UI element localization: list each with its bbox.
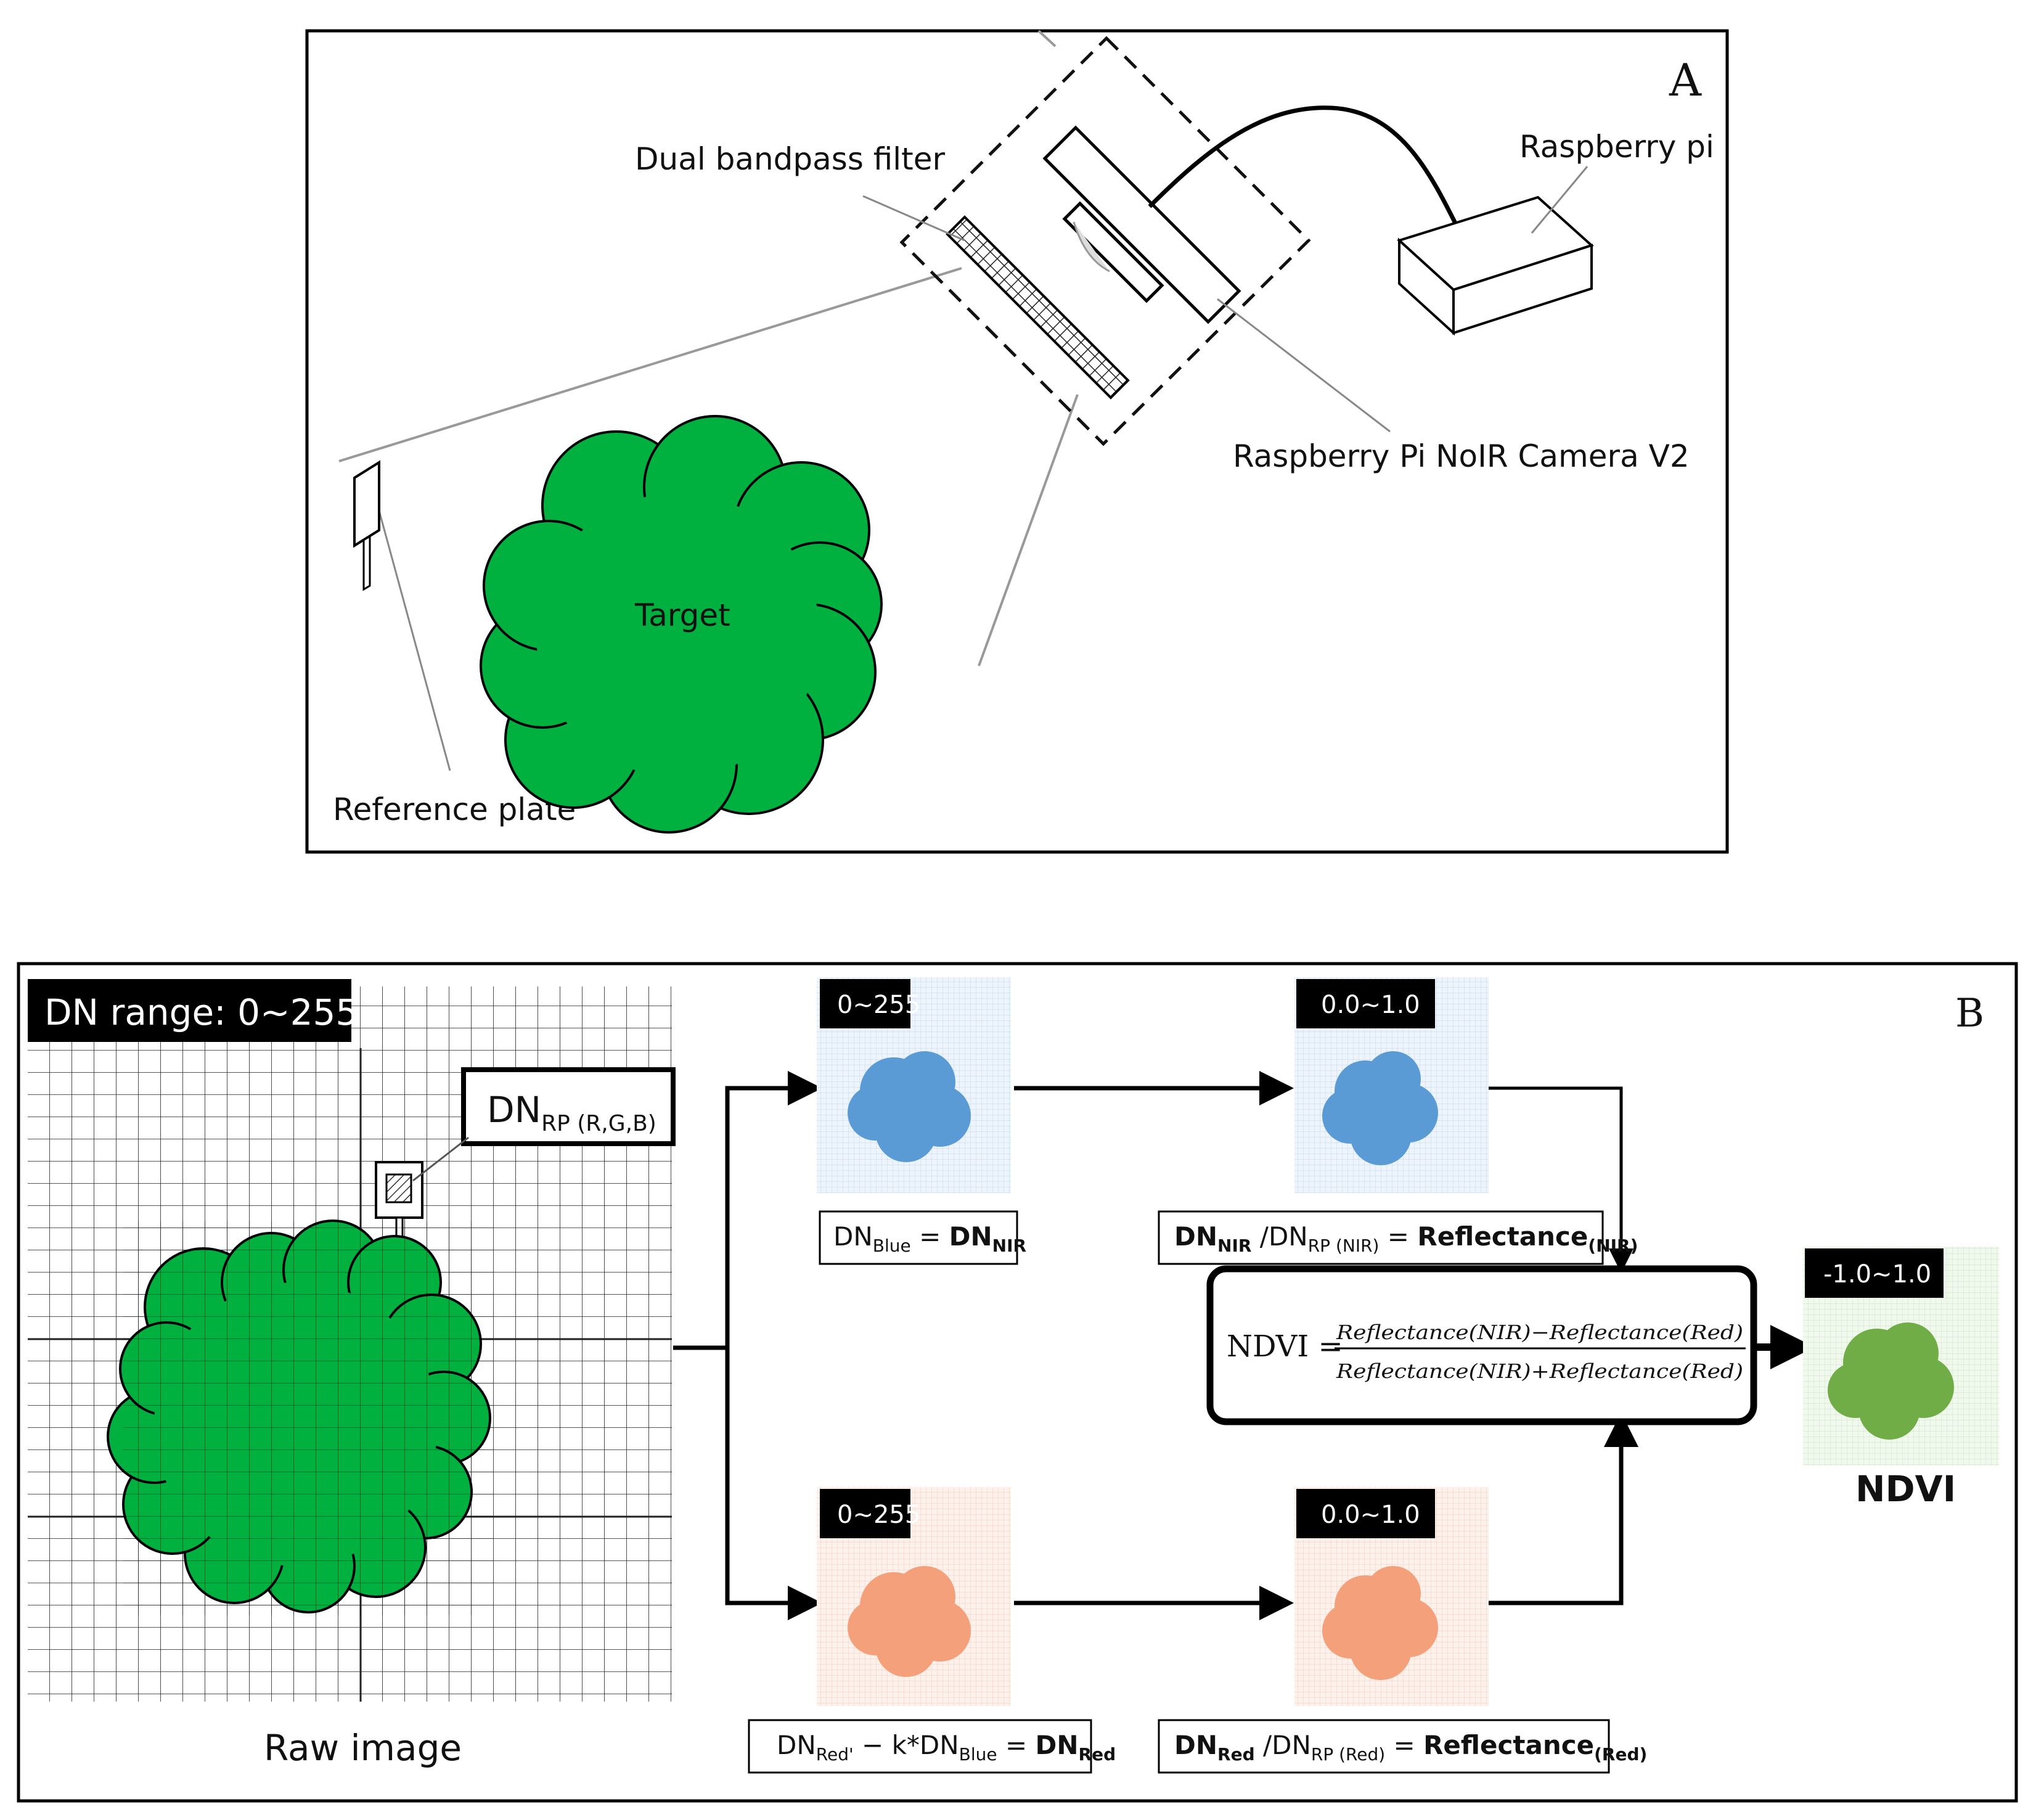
leader-raspberry-pi xyxy=(1531,166,1588,234)
eq-blue: DNBlue = DNNIR xyxy=(833,1221,1026,1256)
thumb-red-reflectance: 0.0~1.0 xyxy=(1294,1487,1489,1706)
thumb-red-refl-badge: 0.0~1.0 xyxy=(1321,1501,1420,1529)
ndvi-output-label: NDVI xyxy=(1855,1468,1956,1510)
ndvi-formula-box xyxy=(1206,1265,1757,1425)
raw-image-label: Raw image xyxy=(264,1727,462,1769)
arrow-nir-to-ndvi xyxy=(1486,1086,1633,1273)
leader-dn-rp xyxy=(412,1136,469,1182)
target-plant xyxy=(480,415,883,834)
dn-rp-label: DNRP (R,G,B) xyxy=(487,1089,656,1136)
raw-image-plant-grid-overlay xyxy=(123,1221,493,1615)
camera-board xyxy=(1042,125,1241,324)
thumb-nir-badge: 0.0~1.0 xyxy=(1321,991,1420,1019)
panel-b-label: B xyxy=(1955,991,1984,1036)
panel-a: A Dual bandpass filter Raspberry pi Rasp… xyxy=(305,29,1729,854)
arrow-redrefl-to-ndvi xyxy=(1486,1412,1638,1605)
thumb-ndvi: -1.0~1.0 xyxy=(1803,1247,1999,1465)
leader-camera xyxy=(1217,298,1391,433)
dn-range-badge-bg xyxy=(28,979,351,1042)
thumb-blue-badge: 0~255 xyxy=(837,991,920,1019)
label-reference-plate: Reference plate xyxy=(333,792,576,827)
arrow-to-blue xyxy=(725,1071,822,1348)
label-camera: Raspberry Pi NoIR Camera V2 xyxy=(1233,438,1690,474)
camera-housing-dashed xyxy=(899,36,1311,446)
eq-red: DNRed' − k*DNBlue = DNRed xyxy=(777,1730,1116,1765)
eq-nir-refl: DNNIR /DNRP (NIR) = Reflectance(NIR) xyxy=(1174,1221,1638,1256)
ndvi-formula-lhs: NDVI = xyxy=(1227,1329,1343,1364)
fov-line-left xyxy=(338,267,962,462)
eq-nir-refl-box xyxy=(1158,1210,1604,1265)
leader-reference-plate xyxy=(375,499,451,771)
panel-b: B DN range: 0~255 DNRP (R,G,B) xyxy=(17,962,2018,1803)
thumb-blue: 0~255 xyxy=(817,977,1011,1193)
label-dual-bandpass-filter: Dual bandpass filter xyxy=(635,141,946,177)
dn-rp-box xyxy=(461,1067,676,1146)
fov-line-top xyxy=(1037,30,1057,47)
thumb-red: 0~255 xyxy=(817,1487,1011,1706)
dn-range-badge: DN range: 0~255 xyxy=(44,991,358,1033)
ndvi-formula-numerator: Reflectance(NIR)−Reflectance(Red) xyxy=(1336,1321,1743,1344)
label-target: Target xyxy=(634,597,730,633)
ndvi-formula-denominator: Reflectance(NIR)+Reflectance(Red) xyxy=(1336,1359,1743,1383)
reference-plate xyxy=(353,460,380,591)
thumb-red-badge: 0~255 xyxy=(837,1501,920,1529)
camera-cable xyxy=(1148,105,1460,229)
dual-bandpass-filter-shape xyxy=(946,215,1130,400)
eq-blue-box xyxy=(819,1210,1018,1265)
camera-lens xyxy=(1073,221,1110,273)
thumb-ndvi-badge: -1.0~1.0 xyxy=(1823,1260,1931,1289)
eq-red-refl: DNRed /DNRP (Red) = Reflectance(Red) xyxy=(1174,1730,1647,1765)
eq-red-refl-box xyxy=(1158,1719,1610,1774)
thumb-nir-reflectance: 0.0~1.0 xyxy=(1294,977,1489,1193)
raw-reference-plate xyxy=(385,1173,412,1203)
arrow-to-red xyxy=(725,1348,822,1620)
label-raspberry-pi: Raspberry pi xyxy=(1519,129,1714,165)
leader-filter xyxy=(862,195,965,242)
flow-lines xyxy=(673,1071,1815,1620)
eq-red-box xyxy=(748,1719,1092,1774)
fov-line-bottom xyxy=(978,394,1079,666)
camera-mount xyxy=(1062,201,1164,303)
panel-a-label: A xyxy=(1669,54,1702,106)
